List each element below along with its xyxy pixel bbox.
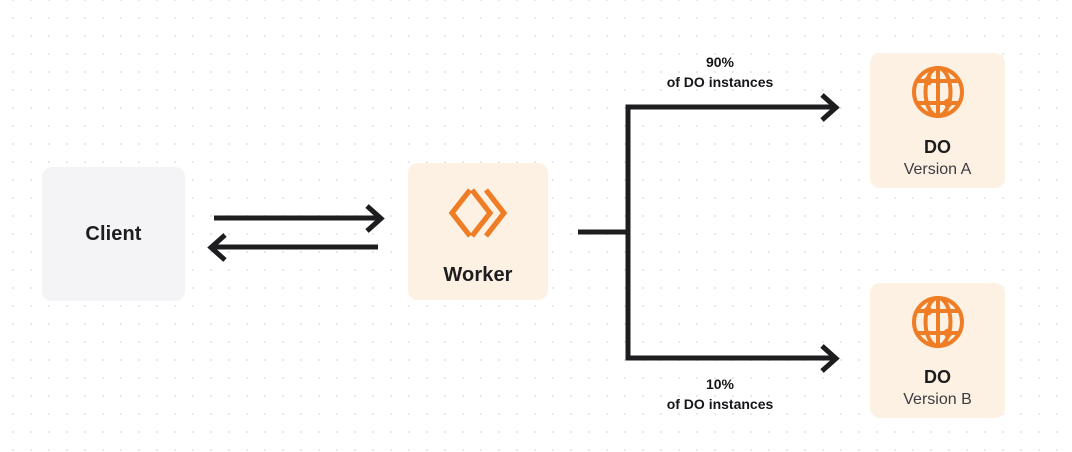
globe-icon <box>910 64 966 125</box>
node-worker-title: Worker <box>443 263 513 286</box>
globe-icon <box>910 294 966 355</box>
edge-label-do-b-percent: 10% <box>705 376 735 392</box>
cloudflare-workers-icon <box>448 183 508 248</box>
edge-label-do-a-sublabel: of DO instances <box>666 74 774 91</box>
node-client: Client <box>42 167 185 301</box>
node-do-b-title: DO <box>924 367 951 388</box>
arrow-client-to-worker <box>214 204 385 233</box>
edge-label-do-a-percent: 90% <box>705 54 735 70</box>
node-do-version-b: DO Version B <box>870 283 1005 418</box>
edge-label-do-b-sublabel: of DO instances <box>666 396 774 413</box>
node-do-a-title: DO <box>924 137 951 158</box>
branch-trunk <box>578 105 631 360</box>
edge-label-do-a: 90% of DO instances <box>595 52 845 93</box>
node-do-version-a: DO Version A <box>870 53 1005 188</box>
node-do-a-subtitle: Version A <box>903 160 972 178</box>
node-client-title: Client <box>85 222 142 245</box>
edge-label-do-b: 10% of DO instances <box>595 374 845 415</box>
node-worker: Worker <box>408 163 548 300</box>
arrow-worker-to-do-b <box>625 344 840 373</box>
node-do-b-subtitle: Version B <box>903 390 972 408</box>
arrow-worker-to-do-a <box>625 93 840 122</box>
arrow-worker-to-client <box>207 233 378 262</box>
